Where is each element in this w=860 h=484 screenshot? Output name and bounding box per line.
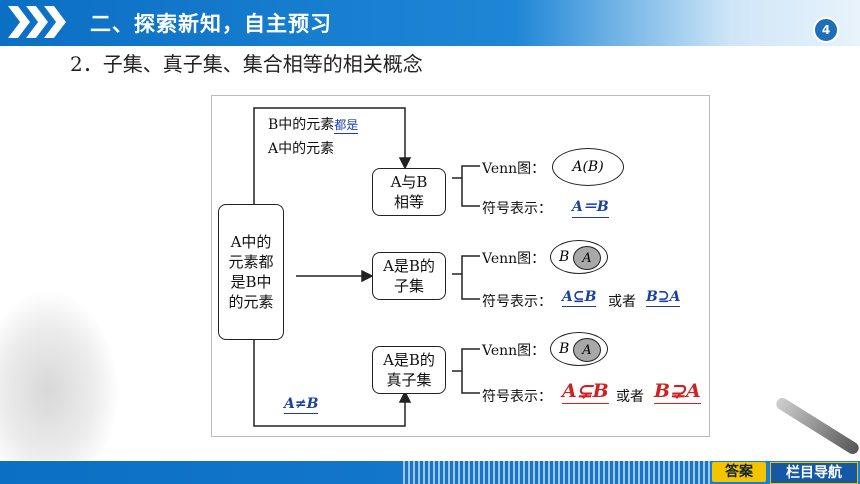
or-label-proper: 或者 xyxy=(616,389,644,405)
lotus-decoration xyxy=(0,290,120,460)
equal-symbol: A＝B xyxy=(572,196,609,218)
top-label-line1: B中的元素都是 xyxy=(268,117,359,134)
equal-box-line-1: A与B xyxy=(390,172,428,191)
venn-label-proper: Venn图： xyxy=(482,343,546,359)
venn-label-equal: Venn图： xyxy=(482,161,546,177)
condition-line-1: A中的 xyxy=(230,232,272,251)
subset-symbol-2: B⊇A xyxy=(646,289,681,307)
concept-diagram: A中的 元素都 是B中 的元素 B中的元素都是 A中的元素 A与B 相等 A是B… xyxy=(211,95,710,437)
symbol-label-proper: 符号表示： xyxy=(482,389,552,405)
venn-label-subset: Venn图： xyxy=(482,251,546,267)
proper-subset-box: A是B的 真子集 xyxy=(372,346,446,394)
section-title: 2．子集、真子集、集合相等的相关概念 xyxy=(70,52,423,76)
or-label-subset: 或者 xyxy=(608,294,636,310)
proper-box-line-1: A是B的 xyxy=(383,350,435,369)
subset-box: A是B的 子集 xyxy=(372,252,446,300)
symbol-label-equal: 符号表示： xyxy=(482,201,552,217)
venn-proper-oval: B A xyxy=(550,332,608,366)
condition-box: A中的 元素都 是B中 的元素 xyxy=(218,204,284,340)
footer-stripes xyxy=(400,461,710,484)
condition-line-4: 的元素 xyxy=(228,293,274,312)
subset-symbol-1: A⊆B xyxy=(562,289,597,307)
diagram-connectors xyxy=(253,107,480,427)
pen-decoration xyxy=(774,395,860,457)
answer-button[interactable]: 答案 xyxy=(712,462,766,482)
subset-box-line-2: 子集 xyxy=(393,277,424,295)
proper-box-line-2: 真子集 xyxy=(386,371,432,389)
chevrons-icon xyxy=(8,6,66,40)
top-label-blank: 都是 xyxy=(334,118,359,134)
condition-line-2: 元素都 xyxy=(228,252,274,271)
header-bar: 二、探索新知，自主预习 4 xyxy=(0,0,860,46)
venn-subset-inner: A xyxy=(573,246,601,270)
venn-subset-outer-label: B xyxy=(559,249,570,265)
top-label-line2: A中的元素 xyxy=(268,141,335,157)
page-number: 4 xyxy=(813,17,839,43)
proper-symbol-1: A⊊B xyxy=(562,380,609,404)
venn-proper-outer-label: B xyxy=(559,341,570,357)
subset-box-line-1: A是B的 xyxy=(383,256,435,275)
condition-line-3: 是B中 xyxy=(230,273,272,291)
header-title: 二、探索新知，自主预习 xyxy=(90,12,332,36)
bottom-label: A≠B xyxy=(284,396,319,414)
venn-proper-inner: A xyxy=(573,338,601,362)
equal-box: A与B 相等 xyxy=(372,168,446,216)
venn-subset-oval: B A xyxy=(550,240,608,274)
symbol-label-subset: 符号表示： xyxy=(482,294,552,310)
equal-box-line-2: 相等 xyxy=(393,193,424,211)
nav-button[interactable]: 栏目导航 xyxy=(770,462,858,484)
venn-equal-oval: A(B) xyxy=(552,148,624,186)
proper-symbol-2: B⊋A xyxy=(654,380,701,404)
